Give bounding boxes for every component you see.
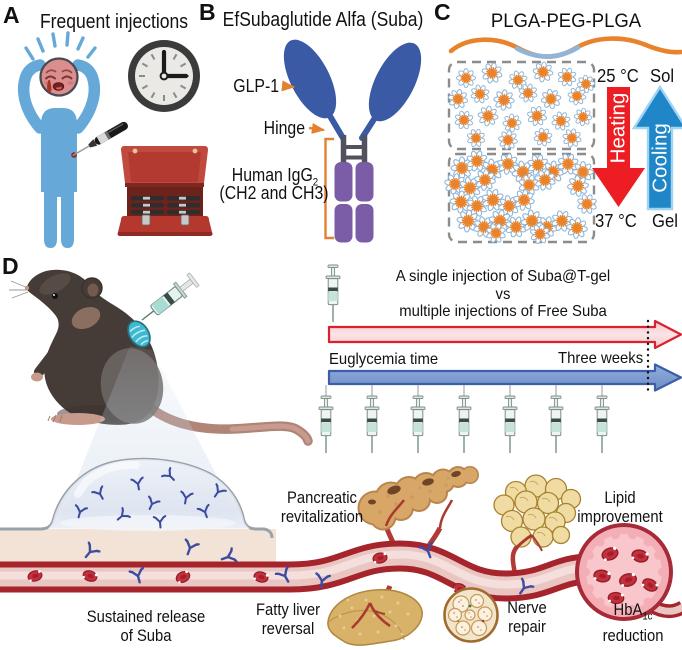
panel-a-title: Frequent injections bbox=[39, 10, 189, 33]
micelle-box-sol bbox=[445, 59, 600, 152]
igg-bracket bbox=[324, 137, 334, 240]
cooling-label: Cooling bbox=[648, 123, 672, 193]
single-injection-arrow bbox=[327, 319, 682, 350]
glp1-arrow bbox=[281, 80, 296, 92]
mouse-eye bbox=[52, 293, 58, 299]
clock-icon bbox=[128, 40, 200, 112]
hba-endothelium bbox=[580, 529, 668, 615]
panel-b-title: EfSubaglutide Alfa (Suba) bbox=[222, 8, 424, 31]
cooling-arrow bbox=[631, 84, 682, 211]
panel-b-label: B bbox=[199, 0, 216, 25]
mouse-gel-spot bbox=[127, 320, 151, 348]
lipid-label: Lipid improvement bbox=[577, 488, 663, 526]
hinge-region bbox=[340, 135, 368, 164]
skin-layer bbox=[0, 529, 276, 562]
gel-dome bbox=[48, 459, 250, 531]
igg-domains bbox=[334, 162, 374, 243]
micelles-aggregated bbox=[441, 146, 601, 247]
glp1-label: GLP-1 bbox=[233, 76, 279, 96]
person-icon bbox=[17, 31, 101, 248]
hinge-arrow bbox=[308, 122, 326, 134]
polymer-wave bbox=[448, 36, 682, 59]
blood-vessel bbox=[0, 540, 630, 602]
panel-c-title: PLGA-PEG-PLGA bbox=[490, 10, 642, 32]
lipid-cluster-icon bbox=[493, 474, 582, 552]
single-syringe-icon bbox=[325, 264, 341, 323]
timeline-title-line1: A single injection of Suba@T-gel bbox=[395, 268, 611, 285]
panel-a-label: A bbox=[3, 2, 20, 28]
glp1-domain-left bbox=[283, 39, 337, 119]
panel-c-label: C bbox=[434, 0, 451, 25]
igg-label: Human IgG2 bbox=[231, 165, 319, 189]
gel-temp-label: 37 °C bbox=[595, 210, 637, 231]
euglycemia-arrow bbox=[327, 363, 682, 392]
injection-pen-icon bbox=[72, 121, 128, 157]
multiple-injection-syringes bbox=[318, 385, 610, 454]
sol-state-label: Sol bbox=[650, 65, 675, 86]
heating-label: Heating bbox=[606, 92, 630, 164]
case-syringes bbox=[131, 196, 200, 215]
mouse-rear-foot bbox=[51, 413, 105, 425]
syringe-case-icon bbox=[117, 146, 213, 236]
mouse-syringe-icon bbox=[141, 272, 200, 321]
panel-d-label: D bbox=[2, 253, 19, 279]
micelles-dispersed bbox=[445, 59, 600, 152]
hba1c-cross-section bbox=[575, 523, 673, 621]
antibody-diagram bbox=[281, 39, 422, 243]
timeline-title-line3: multiple injections of Free Suba bbox=[399, 303, 607, 320]
mouse-front-paw bbox=[31, 372, 43, 382]
fatty-liver-icon bbox=[327, 588, 423, 646]
nerve-icon bbox=[443, 587, 499, 643]
fatty-liver-label: Fatty liver reversal bbox=[255, 600, 321, 638]
nerve-label: Nerve repair bbox=[507, 598, 547, 636]
gel-state-label: Gel bbox=[652, 210, 678, 231]
euglycemia-label: Euglycemia time bbox=[329, 351, 439, 368]
heating-arrow bbox=[592, 87, 645, 207]
three-weeks-label: Three weeks bbox=[558, 350, 644, 367]
igg-label-line2: (CH2 and CH3) bbox=[219, 183, 329, 203]
mouse-cheek-patch bbox=[71, 306, 101, 330]
sol-temp-label: 25 °C bbox=[597, 65, 639, 86]
timeline-title-line2: vs bbox=[495, 286, 511, 303]
glp1-domain-right bbox=[368, 42, 422, 122]
hinge-label: Hinge bbox=[263, 118, 305, 138]
mouse-front-leg bbox=[34, 341, 63, 377]
sustained-release-label: Sustained release of Suba bbox=[86, 607, 206, 645]
pancreas-icon bbox=[357, 466, 479, 531]
micelle-box-gel bbox=[441, 146, 601, 247]
pancreatic-label: Pancreatic revitalization bbox=[280, 488, 364, 526]
